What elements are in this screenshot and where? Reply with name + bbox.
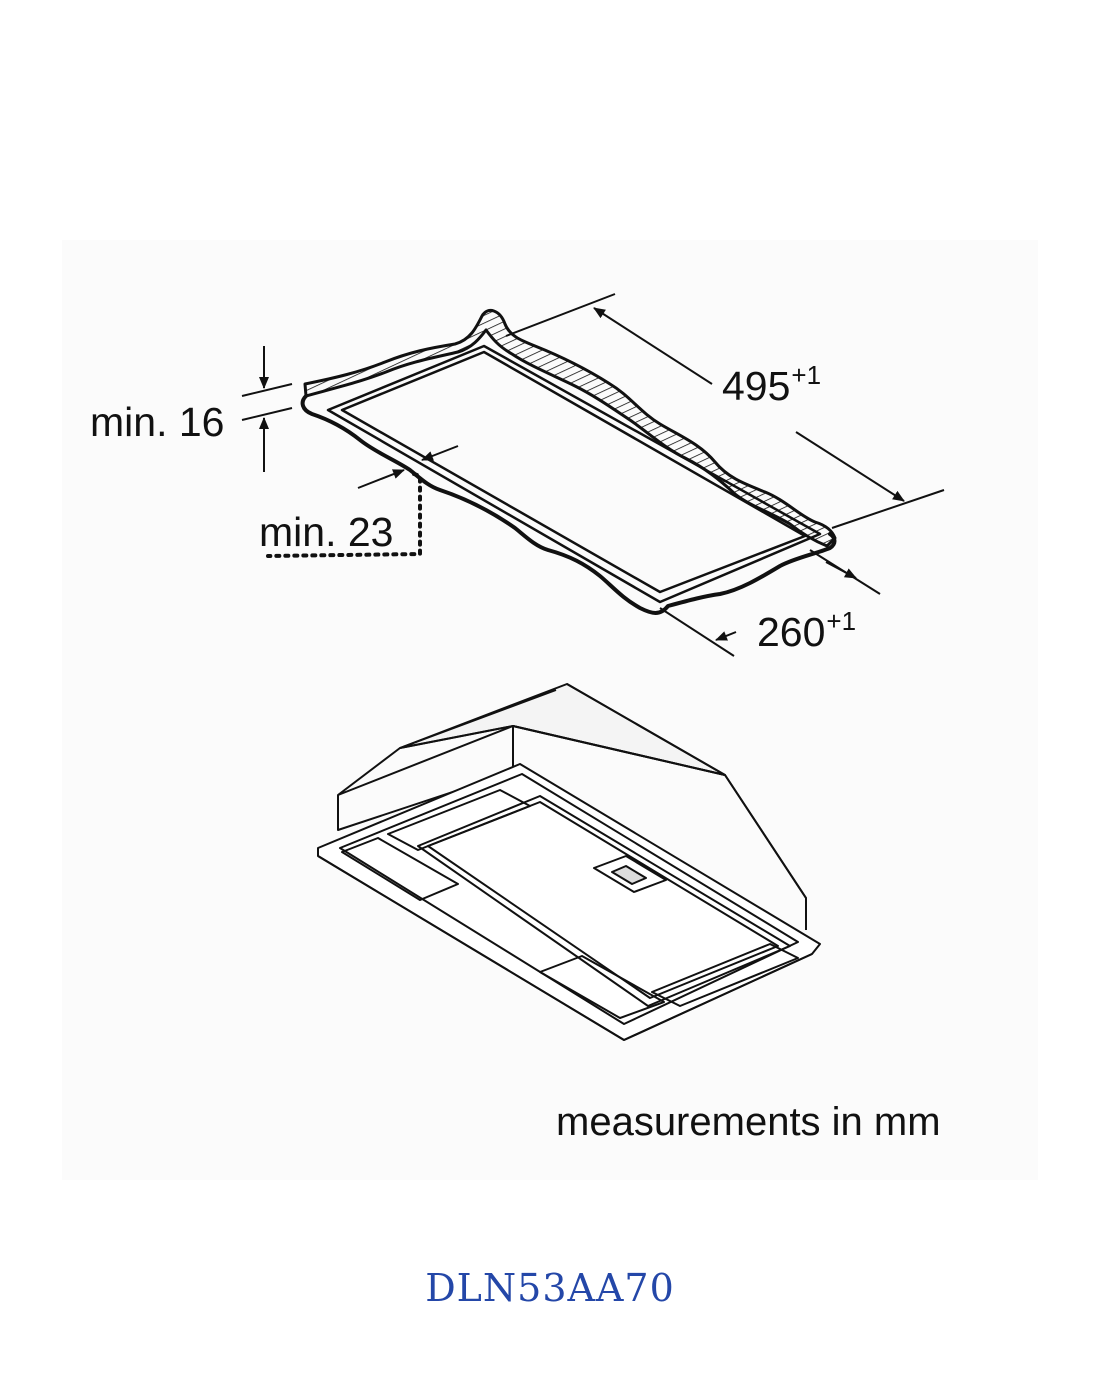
board-outline-front	[300, 394, 837, 615]
width-dimension	[659, 549, 881, 657]
width-tolerance: +1	[826, 606, 857, 636]
length-value: 495	[722, 363, 791, 409]
length-dimension	[505, 293, 945, 529]
edge-dimension	[266, 445, 459, 558]
length-dimension-label: 495+1	[722, 362, 821, 409]
board-section-back	[303, 308, 837, 548]
hood-front-wall	[337, 726, 514, 831]
edge-dimension-label: min. 23	[259, 509, 394, 555]
right-panel	[651, 943, 799, 1007]
depth-dimension-label: min. 16	[90, 399, 225, 445]
length-tolerance: +1	[791, 360, 822, 390]
model-number: DLN53AA70	[425, 1266, 675, 1310]
units-note: measurements in mm	[556, 1100, 941, 1144]
width-value: 260	[757, 609, 826, 655]
depth-dimension	[241, 346, 293, 472]
cutout-inner	[340, 350, 807, 594]
filter-frame-outer	[417, 795, 791, 1007]
width-dimension-label: 260+1	[757, 608, 856, 655]
top-panel	[387, 789, 531, 851]
control-switch	[593, 855, 667, 893]
hood-unit	[317, 683, 821, 1041]
bottom-panel	[539, 955, 665, 1019]
hood-plate-border	[339, 773, 799, 1025]
hood-side-wall	[512, 725, 807, 930]
cabinet-cutout	[300, 308, 837, 615]
left-panel	[341, 837, 459, 901]
hood-base-edge	[317, 855, 813, 1041]
cutout-outer	[326, 344, 822, 604]
